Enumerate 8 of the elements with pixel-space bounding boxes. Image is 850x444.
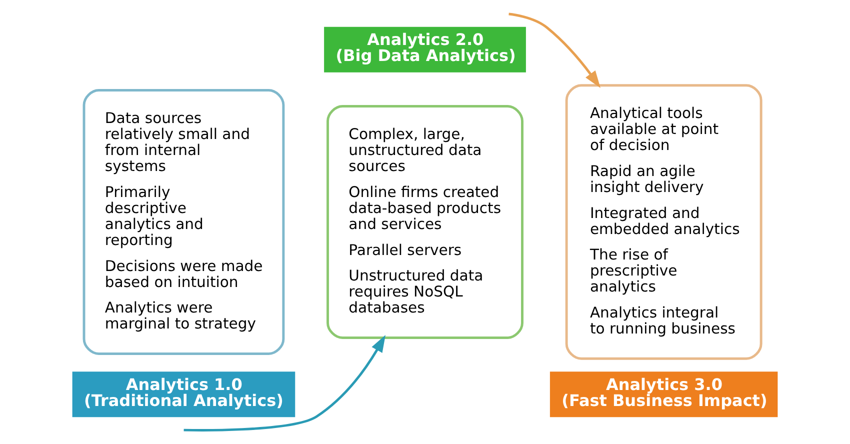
arrow xyxy=(508,12,600,88)
node-box: Data sources relatively small and from internal systems Primarily descriptive analytics and reporting Decisions were made based on intuition Analytics were marginal to strategy xyxy=(82,89,285,355)
arrow xyxy=(184,334,386,432)
node-box: Analytics 2.0 (Big Data Analytics) xyxy=(324,26,526,72)
node-box: Analytics 1.0 (Traditional Analytics) xyxy=(72,372,296,418)
node-box: Complex, large, unstructured data sources Online firms created data-based products and services Parallel servers Unstructured data requires NoSQL databases xyxy=(326,105,524,339)
node-box: Analytics 3.0 (Fast Business Impact) xyxy=(550,372,778,418)
node-box: Analytical tools available at point of decision Rapid an agile insight delivery Integrated and embedded analytics The rise of prescriptive analytics Analytics integral to running business xyxy=(565,84,762,360)
